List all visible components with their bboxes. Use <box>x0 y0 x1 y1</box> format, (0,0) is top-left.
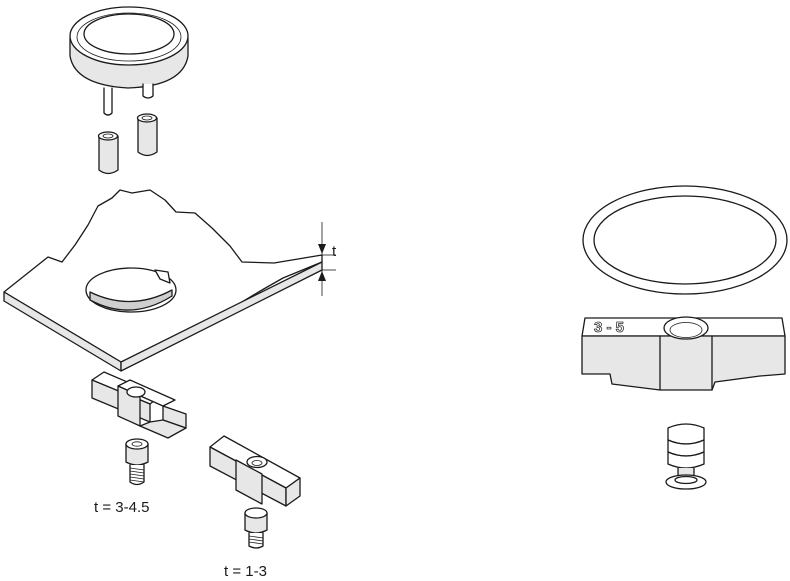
screw-large <box>125 438 149 486</box>
clamp-large-label: t = 3-4.5 <box>94 499 149 516</box>
thickness-label: t <box>332 243 337 260</box>
spring-screw <box>665 423 707 490</box>
thickness-dimension <box>318 222 336 296</box>
screw-small <box>244 507 268 549</box>
button-cap <box>69 6 189 89</box>
cap-pins <box>103 83 154 116</box>
clamp-small <box>209 435 301 507</box>
nut-marking: 3 - 5 <box>594 319 624 336</box>
spacer-sleeve-left <box>97 131 119 175</box>
clamp-large <box>91 371 187 439</box>
o-ring <box>582 185 788 295</box>
clamp-small-label: t = 1-3 <box>224 563 267 580</box>
spacer-sleeve-right <box>136 113 158 157</box>
mounting-panel <box>3 189 323 372</box>
mounting-nut <box>581 316 786 391</box>
